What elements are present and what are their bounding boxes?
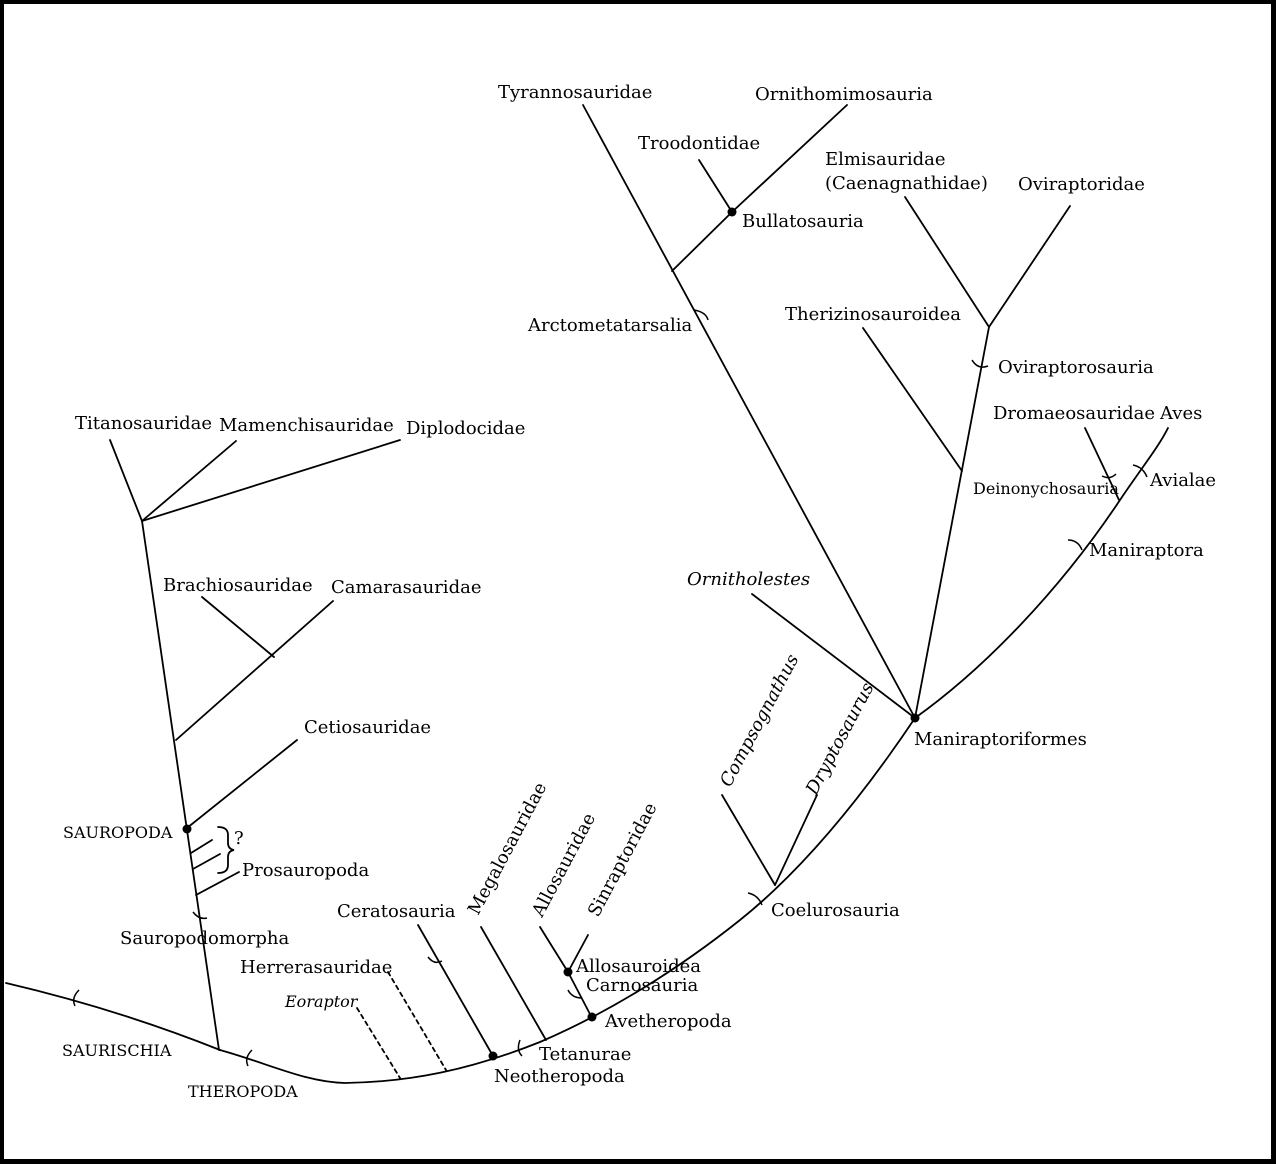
branch-diplodocidae: [141, 439, 401, 522]
clade-ticks: [72, 309, 1148, 1067]
node-allosauroidea: [563, 967, 573, 977]
branch-troodontidae: [698, 159, 733, 213]
label-ceratosauria: Ceratosauria: [337, 901, 456, 922]
branch-dryptosaurus: [774, 794, 818, 886]
branch-theropod-base: [219, 717, 916, 1084]
branch-ornithomimosauria: [731, 104, 848, 213]
label-titanosauridae: Titanosauridae: [75, 413, 212, 434]
label-ornitholestes: Ornitholestes: [687, 569, 810, 590]
branch-prosauropod-2: [192, 853, 221, 870]
branch-megalosauridae: [480, 926, 547, 1041]
node-sauropoda: [182, 824, 192, 834]
tick-coelurosauria: [747, 892, 763, 906]
label-tyrannosauridae: Tyrannosauridae: [498, 82, 652, 103]
branch-prosauropod-1: [190, 839, 213, 854]
labels: Tyrannosauridae Ornithomimosauria Troodo…: [62, 82, 1216, 1101]
branch-allosauridae: [539, 926, 569, 973]
label-elmisauridae: Elmisauridae: [825, 149, 946, 170]
tick-avialae: [1132, 464, 1148, 478]
branch-titanosauridae: [109, 439, 143, 522]
tick-deinonychosauria: [1101, 473, 1117, 479]
branch-elmisauridae: [904, 196, 990, 328]
label-saurischia: SAURISCHIA: [62, 1041, 172, 1060]
branch-oviraptorosauria-stem: [914, 326, 990, 719]
label-therizinosauroidea: Therizinosauroidea: [785, 304, 961, 325]
label-dryptosaurus: Dryptosaurus: [801, 679, 878, 799]
label-tetanurae: Tetanurae: [539, 1044, 631, 1065]
tick-maniraptora: [1067, 539, 1083, 551]
label-bullatosauria: Bullatosauria: [742, 211, 864, 232]
label-cetiosauridae: Cetiosauridae: [304, 717, 431, 738]
branch-ceratosauria: [417, 924, 494, 1057]
label-eoraptor: Eoraptor: [284, 992, 359, 1011]
branch-cetiosauridae: [186, 739, 298, 829]
label-herrerasauridae: Herrerasauridae: [240, 957, 392, 978]
label-maniraptora: Maniraptora: [1089, 540, 1204, 561]
label-diplodocidae: Diplodocidae: [406, 418, 525, 439]
label-coelurosauria: Coelurosauria: [771, 900, 900, 921]
label-camarasauridae: Camarasauridae: [331, 577, 481, 598]
label-prosauropoda: Prosauropoda: [242, 860, 369, 881]
label-neotheropoda: Neotheropoda: [494, 1066, 625, 1087]
prosauropod-brace: [217, 826, 235, 874]
tick-carnosauria: [567, 989, 583, 999]
branch-brachiosauridae: [201, 596, 275, 658]
branch-camarasauridae-stem: [175, 600, 334, 741]
branch-sauropodomorph-trunk: [141, 520, 220, 1051]
label-theropoda: THEROPODA: [188, 1082, 298, 1101]
label-avetheropoda: Avetheropoda: [604, 1011, 732, 1032]
node-bullatosauria: [727, 207, 737, 217]
tick-arctometatarsalia: [693, 309, 709, 321]
branch-dromaeosauridae: [1084, 427, 1120, 501]
branches: [5, 104, 1169, 1084]
label-brachiosauridae: Brachiosauridae: [163, 575, 313, 596]
branch-saurischia-stem: [5, 982, 221, 1051]
label-mamenchisauridae: Mamenchisauridae: [219, 415, 394, 436]
branch-compsognathus: [721, 794, 776, 886]
branch-ornitholestes: [751, 593, 916, 719]
label-carnosauria: Carnosauria: [586, 975, 698, 996]
branch-oviraptoridae: [988, 205, 1071, 328]
label-deinonychosauria: Deinonychosauria: [973, 479, 1119, 498]
label-sauropoda: SAUROPODA: [63, 823, 173, 842]
branch-prosauropod-3: [195, 871, 240, 896]
tick-tetanurae: [517, 1039, 523, 1057]
label-arctometatarsalia: Arctometatarsalia: [527, 315, 692, 336]
tick-sauropodomorpha: [192, 911, 208, 920]
label-question-mark: ?: [234, 828, 244, 849]
label-oviraptorosauria: Oviraptorosauria: [998, 357, 1154, 378]
nodes: [182, 207, 920, 1061]
label-aves: Aves: [1159, 403, 1202, 424]
branch-mamenchisauridae: [141, 440, 237, 522]
branch-eoraptor: [356, 1007, 401, 1079]
branch-tyrannosauridae: [582, 104, 916, 719]
label-allosauroidea: Allosauroidea: [575, 956, 701, 977]
node-maniraptoriformes: [910, 713, 920, 723]
node-neotheropoda: [488, 1051, 498, 1061]
label-dromaeosauridae: Dromaeosauridae: [993, 403, 1155, 424]
branch-bullatosauria-stem: [671, 211, 733, 272]
label-ornithomimosauria: Ornithomimosauria: [755, 84, 933, 105]
branch-therizinosauroidea: [862, 327, 963, 472]
branch-carnosauria-stem: [567, 971, 592, 1017]
node-avetheropoda: [587, 1012, 597, 1022]
tick-ceratosauria: [427, 956, 443, 964]
tick-saurischia: [72, 989, 80, 1007]
branch-sinraptoridae: [567, 934, 589, 973]
label-maniraptoriformes: Maniraptoriformes: [914, 729, 1087, 750]
label-avialae: Avialae: [1149, 470, 1216, 491]
label-oviraptoridae: Oviraptoridae: [1018, 174, 1145, 195]
label-troodontidae: Troodontidae: [638, 133, 760, 154]
label-compsognathus: Compsognathus: [716, 651, 803, 790]
tick-theropoda: [245, 1049, 253, 1067]
branch-herrerasauridae: [387, 971, 447, 1071]
label-caenagnathidae: (Caenagnathidae): [825, 173, 988, 194]
tick-oviraptorosauria: [971, 359, 989, 368]
label-sauropodomorpha: Sauropodomorpha: [120, 928, 289, 949]
branch-maniraptora: [914, 427, 1169, 719]
